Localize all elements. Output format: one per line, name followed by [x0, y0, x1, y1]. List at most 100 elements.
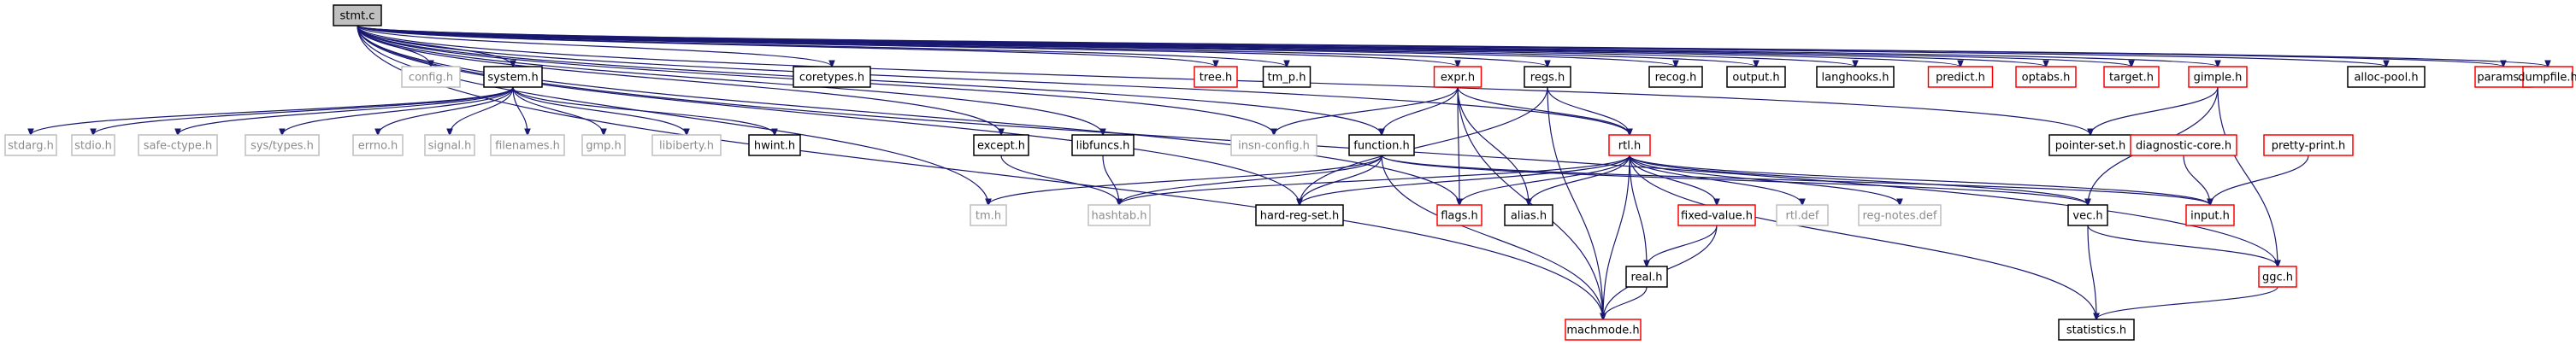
node-label-rtldef: rtl.def [1785, 210, 1819, 223]
node-regnotes[interactable]: reg-notes.def [1858, 204, 1942, 226]
edge-stmt-to-hardregset [357, 25, 1300, 205]
node-box-rtldef [1776, 204, 1829, 226]
edge-stmt-to-tm_p [357, 25, 1287, 67]
node-label-params: params.h [2477, 72, 2529, 85]
edge-vec-to-statistics [2087, 225, 2096, 319]
node-label-systypes: sys/types.h [251, 140, 314, 153]
node-config[interactable]: config.h [401, 66, 461, 88]
node-vec[interactable]: vec.h [2067, 204, 2108, 226]
node-input[interactable]: input.h [2185, 204, 2235, 226]
node-tm_p[interactable]: tm_p.h [1262, 66, 1312, 88]
node-box-stdarg [4, 134, 57, 156]
edge-rtl-to-regnotes [1629, 155, 1900, 205]
node-label-output: output.h [1732, 72, 1779, 85]
node-box-stmt [333, 4, 382, 26]
node-tm[interactable]: tm.h [970, 204, 1007, 226]
edge-stmt-to-rtl [357, 25, 1630, 135]
node-langhooks[interactable]: langhooks.h [1816, 66, 1895, 88]
edge-stmt-to-libfuncs [357, 25, 1103, 135]
edge-stmt-to-ggc [357, 25, 2278, 266]
node-prettyprint[interactable]: pretty-print.h [2263, 134, 2354, 156]
node-box-hwint [748, 134, 801, 156]
node-hwint[interactable]: hwint.h [748, 134, 801, 156]
node-rtl[interactable]: rtl.h [1608, 134, 1651, 156]
node-filenames[interactable]: filenames.h [490, 134, 565, 156]
node-box-input [2185, 204, 2235, 226]
edge-system-to-gmp [512, 86, 604, 135]
node-label-real: real.h [1630, 272, 1662, 284]
edges-layer [31, 25, 2548, 319]
node-stdio[interactable]: stdio.h [71, 134, 115, 156]
edge-function-to-tm [988, 155, 1382, 205]
node-system[interactable]: system.h [483, 66, 543, 88]
node-output[interactable]: output.h [1726, 66, 1786, 88]
node-label-dumpfile: dumpfile.h [2518, 72, 2576, 85]
node-stdarg[interactable]: stdarg.h [4, 134, 57, 156]
node-pointerset[interactable]: pointer-set.h [2048, 134, 2132, 156]
node-insnconfig[interactable]: insn-config.h [1230, 134, 1317, 156]
node-box-tree [1194, 66, 1238, 88]
edge-system-to-systypes [282, 86, 514, 135]
node-box-system [483, 66, 543, 88]
node-target[interactable]: target.h [2103, 66, 2160, 88]
node-label-target: target.h [2109, 72, 2154, 85]
node-label-except: except.h [977, 140, 1025, 153]
node-libfuncs[interactable]: libfuncs.h [1071, 134, 1135, 156]
node-box-libiberty [651, 134, 722, 156]
node-predict[interactable]: predict.h [1927, 66, 1994, 88]
node-expr[interactable]: expr.h [1433, 66, 1483, 88]
edge-system-to-safectype [178, 86, 514, 135]
node-fixedvalue[interactable]: fixed-value.h [1677, 204, 1756, 226]
node-optabs[interactable]: optabs.h [2015, 66, 2077, 88]
node-rtldef[interactable]: rtl.def [1776, 204, 1829, 226]
edge-rtl-to-alias [1529, 155, 1630, 205]
node-label-optabs: optabs.h [2022, 72, 2071, 85]
node-label-system: system.h [487, 72, 538, 85]
node-alias[interactable]: alias.h [1504, 204, 1553, 226]
node-box-safectype [138, 134, 218, 156]
node-real[interactable]: real.h [1625, 266, 1668, 288]
node-coretypes[interactable]: coretypes.h [793, 66, 871, 88]
node-diagcore[interactable]: diagnostic-core.h [2130, 134, 2237, 156]
node-label-expr: expr.h [1441, 72, 1475, 85]
node-tree[interactable]: tree.h [1194, 66, 1238, 88]
edge-system-to-stdarg [31, 86, 514, 135]
node-errno[interactable]: errno.h [352, 134, 404, 156]
node-label-hardregset: hard-reg-set.h [1260, 210, 1340, 223]
node-signal[interactable]: signal.h [424, 134, 475, 156]
node-label-stmt: stmt.c [340, 10, 375, 23]
node-box-systypes [245, 134, 320, 156]
node-hardregset[interactable]: hard-reg-set.h [1255, 204, 1344, 226]
node-flags[interactable]: flags.h [1436, 204, 1483, 226]
node-box-tm [970, 204, 1007, 226]
node-label-tm: tm.h [976, 210, 1001, 223]
edge-rtl-to-rtldef [1629, 155, 1802, 205]
node-gimple[interactable]: gimple.h [2188, 66, 2248, 88]
node-function[interactable]: function.h [1348, 134, 1415, 156]
edge-system-to-hwint [512, 86, 775, 135]
node-label-safectype: safe-ctype.h [144, 140, 213, 153]
edge-stmt-to-flags [357, 25, 1459, 205]
node-label-config: config.h [409, 72, 453, 85]
node-allocpool[interactable]: alloc-pool.h [2347, 66, 2426, 88]
node-systypes[interactable]: sys/types.h [245, 134, 320, 156]
node-ggc[interactable]: ggc.h [2258, 266, 2297, 288]
edge-gimple-to-ggc [2217, 86, 2278, 266]
edge-rtl-to-hardregset [1300, 155, 1630, 205]
node-label-rtl: rtl.h [1618, 140, 1641, 153]
node-hashtab[interactable]: hashtab.h [1088, 204, 1151, 226]
node-recog[interactable]: recog.h [1648, 66, 1703, 88]
node-label-prettyprint: pretty-print.h [2272, 140, 2346, 153]
node-box-gimple [2188, 66, 2248, 88]
node-except[interactable]: except.h [973, 134, 1029, 156]
node-libiberty[interactable]: libiberty.h [651, 134, 722, 156]
node-stmt[interactable]: stmt.c [333, 4, 382, 26]
node-gmp[interactable]: gmp.h [581, 134, 626, 156]
node-label-filenames: filenames.h [495, 140, 560, 153]
node-safectype[interactable]: safe-ctype.h [138, 134, 218, 156]
node-dumpfile[interactable]: dumpfile.h [2518, 66, 2576, 88]
node-label-hashtab: hashtab.h [1092, 210, 1147, 223]
node-regs[interactable]: regs.h [1524, 66, 1571, 88]
node-statistics[interactable]: statistics.h [2058, 319, 2135, 341]
node-machmode[interactable]: machmode.h [1565, 319, 1642, 341]
